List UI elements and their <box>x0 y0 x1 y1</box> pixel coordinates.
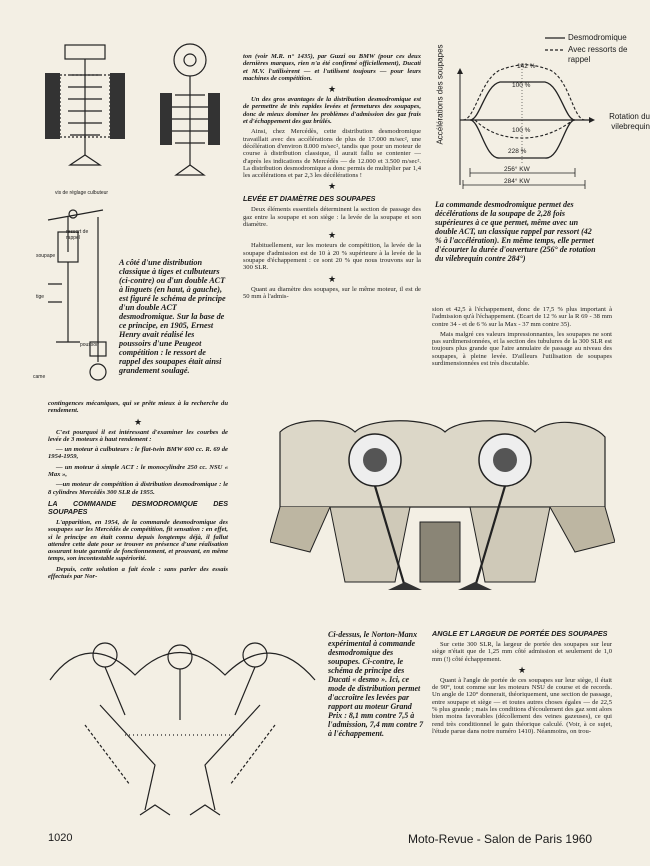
mid-para: Ainsi, chez Mercédès, cette distribution… <box>243 128 421 180</box>
page-number: 1020 <box>48 832 73 844</box>
caption-graph: La commande desmodromique permet des déc… <box>435 200 596 263</box>
label-tige: tige <box>36 294 45 300</box>
graph-pct-228: 228 % <box>508 148 527 155</box>
middle-column: ton (voir M.R. n° 1435), par Guzzi ou BM… <box>243 53 421 303</box>
right-column-lower: ANGLE ET LARGEUR DE PORTÉE DES SOUPAPES … <box>432 626 612 738</box>
label-poussoir: poussoir <box>80 342 99 348</box>
legend-ressort: Avec ressorts de rappel <box>568 45 628 64</box>
norton-engine-illustration <box>270 420 615 590</box>
right-para: Sur cette 300 SLR, la largeur de portée … <box>432 641 612 663</box>
mid-para: ton (voir M.R. n° 1435), par Guzzi ou BM… <box>243 53 421 82</box>
left-para: contingences mécaniques, qui se prête mi… <box>48 400 228 415</box>
valve-gear-illustration <box>45 43 220 176</box>
right-para: Quant à l'angle de portée de ces soupape… <box>432 676 612 735</box>
separator-star: ★ <box>327 181 337 192</box>
heading-commande: LA COMMANDE DESMODROMIQUE DES SOUPAPES <box>48 498 228 516</box>
mid-para: Un des gros avantages de la distribution… <box>243 96 421 126</box>
right-para: sion et 42,5 à l'échappement, donc de 17… <box>432 306 612 328</box>
graph-kw-284: 284° KW <box>504 178 530 185</box>
graph-y-label: Accélérations des soupapes <box>435 44 445 145</box>
publication-footer: Moto-Revue - Salon de Paris 1960 <box>408 832 593 846</box>
left-para: L'apparition, en 1954, de la commande de… <box>48 518 228 563</box>
label-ressort: ressort de rappel <box>66 229 89 241</box>
separator-star: ★ <box>327 273 337 284</box>
mid-para: Habituellement, sur les moteurs de compé… <box>243 242 421 272</box>
right-para: Mais malgré ces valeurs impressionnantes… <box>432 330 612 368</box>
label-came: came <box>33 374 46 380</box>
heading-angle: ANGLE ET LARGEUR DE PORTÉE DES SOUPAPES <box>432 629 608 638</box>
graph-x-label: Rotation du vilebrequin <box>609 112 650 131</box>
heading-levee: LEVÉE ET DIAMÈTRE DES SOUPAPES <box>243 194 376 204</box>
graph-pct-100-bot: 100 % <box>512 127 531 134</box>
graph-pct-142: 142 % <box>517 63 536 70</box>
ducati-desmo-schematic <box>49 642 316 816</box>
graph-pct-100-top: 100 % <box>512 82 531 89</box>
caption-ducati: A côté d'une distribution classique à ti… <box>119 258 226 375</box>
separator-star: ★ <box>327 230 337 241</box>
separator-star: ★ <box>327 84 337 95</box>
right-column-upper: sion et 42,5 à l'échappement, donc de 17… <box>432 306 612 370</box>
left-para: — un moteur à culbuteurs : le flat-twin … <box>48 446 228 461</box>
graph-kw-256: 256° KW <box>504 166 530 173</box>
separator-star: ★ <box>133 416 143 427</box>
separator-star: ★ <box>517 664 527 675</box>
legend-desmo: Desmodromique <box>568 33 627 42</box>
left-para: —un moteur de compétition à distribution… <box>48 481 228 496</box>
mid-para: Deux éléments essentiels déterminent la … <box>243 206 421 229</box>
left-para: C'est pourquoi il est intéressant d'exam… <box>48 428 228 443</box>
left-column: contingences mécaniques, qui se prête mi… <box>48 400 228 583</box>
left-para: — un moteur à simple ACT : le monocylind… <box>48 463 228 479</box>
acceleration-graph <box>457 37 595 189</box>
label-vis-reglage: vis de réglage culbuteur <box>55 190 109 196</box>
label-soupape: soupape <box>36 253 56 259</box>
mid-para: Quant au diamètre des soupapes, sur le m… <box>243 285 421 300</box>
caption-norton: Ci-dessus, le Norton-Manx expérimental à… <box>328 630 424 738</box>
rocker-pushrod-illustration <box>47 209 107 381</box>
left-para: Depuis, cette solution a fait école : sa… <box>48 565 228 581</box>
